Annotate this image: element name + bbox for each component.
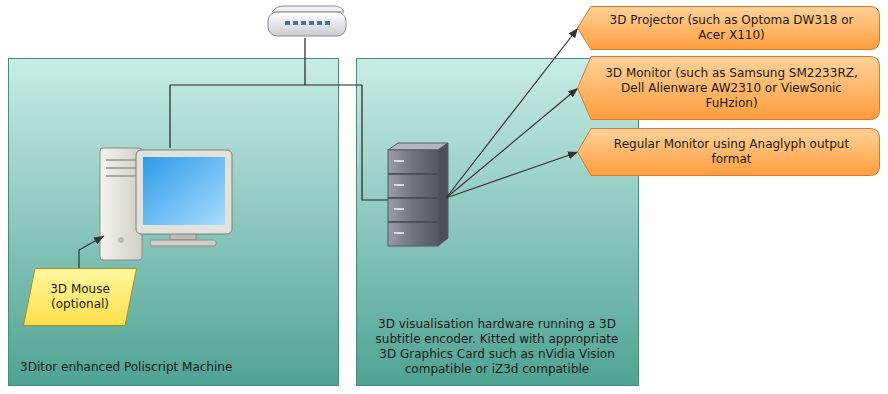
router-lights — [285, 21, 330, 25]
output-shape — [578, 129, 880, 176]
node-label: 3D Projector (such as Optoma DW318 or Ac… — [599, 13, 864, 43]
data-connector — [446, 88, 578, 198]
server-icon — [388, 143, 448, 246]
node-label: Regular Monitor using Anaglyph output fo… — [599, 137, 864, 167]
node-label: 3D Mouse (optional) — [39, 282, 121, 312]
server-front — [388, 150, 438, 246]
router-top — [272, 6, 344, 12]
input-arrow — [79, 236, 104, 268]
text-block: 3Ditor enhanced Poliscript Machine — [20, 360, 326, 375]
text-block: Regular Monitor using Anaglyph output fo… — [577, 137, 880, 167]
input-shape — [24, 269, 137, 326]
power-button — [118, 237, 124, 243]
computer-icon — [100, 148, 232, 260]
server-lights — [394, 160, 404, 234]
output-device: 3D Projector (such as Optoma DW318 or Ac… — [577, 6, 880, 50]
router-icon — [268, 6, 346, 36]
server-bays — [388, 174, 438, 222]
output-shape — [578, 7, 880, 50]
panel-layer — [9, 59, 639, 386]
node-label: 3Ditor enhanced Poliscript Machine — [20, 360, 326, 375]
data-connector — [446, 28, 578, 198]
router-body — [268, 12, 346, 36]
text-block: 3D Mouse (optional) — [23, 282, 137, 312]
server-side — [438, 143, 448, 246]
input-device: 3D Mouse (optional) — [23, 268, 137, 326]
text-block: 3D Monitor (such as Samsung SM2233RZ, De… — [577, 66, 880, 111]
data-connector — [446, 152, 578, 198]
drive-slots — [106, 160, 136, 176]
monitor-screen — [143, 157, 225, 225]
text-block: 3D Projector (such as Optoma DW318 or Ac… — [577, 13, 880, 43]
text-block: 3D visualisation hardware running a 3D s… — [372, 317, 622, 377]
output-device: 3D Monitor (such as Samsung SM2233RZ, De… — [577, 56, 880, 120]
machine-panel: 3Ditor enhanced Poliscript Machine 3D Mou… — [8, 58, 338, 385]
monitor-frame — [136, 150, 232, 234]
output-shape — [578, 57, 880, 120]
node-label: 3D Monitor (such as Samsung SM2233RZ, De… — [599, 66, 864, 111]
output-device: Regular Monitor using Anaglyph output fo… — [577, 128, 880, 176]
panel-background — [9, 59, 339, 386]
node-label: 3D visualisation hardware running a 3D s… — [372, 317, 622, 377]
monitor-base — [150, 240, 216, 246]
